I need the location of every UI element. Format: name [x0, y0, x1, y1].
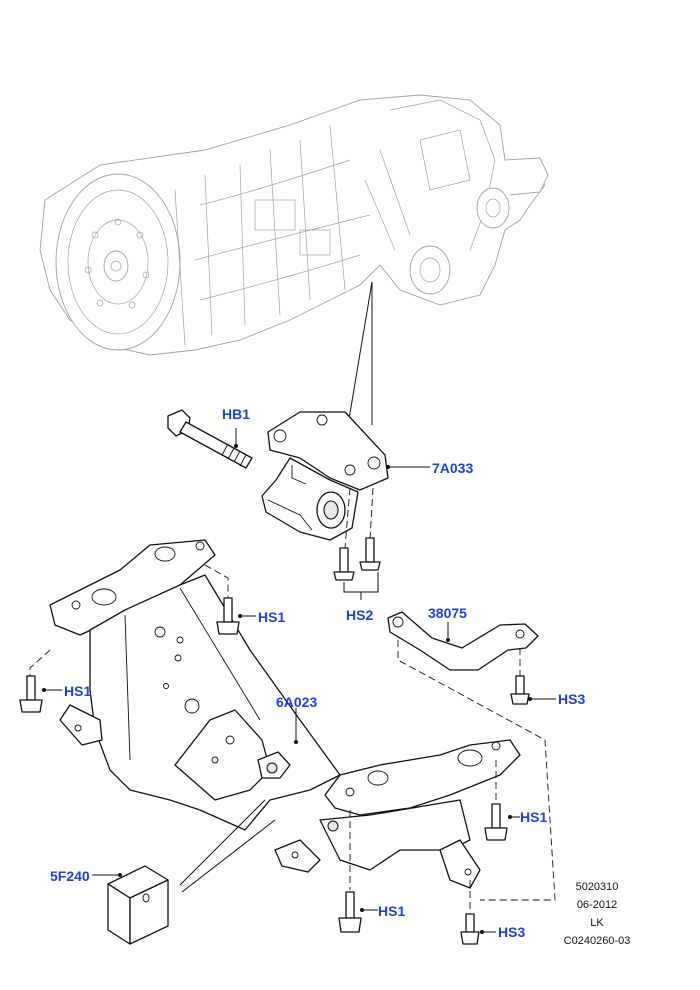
callout-6a023[interactable]: 6A023 — [276, 694, 317, 710]
crossmember-6a023 — [49, 539, 521, 889]
bracket-38075 — [387, 611, 539, 671]
mount-7a033 — [261, 411, 389, 541]
block-leader-a — [179, 799, 266, 886]
bolt-hs1-left — [19, 675, 43, 713]
block-leader-b — [181, 819, 276, 893]
callout-5f240[interactable]: 5F240 — [50, 868, 90, 884]
diagram-code: 5020310 — [576, 881, 619, 893]
callout-hs3-lower[interactable]: HS3 — [498, 924, 525, 940]
callout-hs3-upper[interactable]: HS3 — [558, 691, 585, 707]
diagram-reference: C0240260-03 — [564, 935, 631, 947]
hs1-upper-dash — [204, 564, 229, 598]
callout-hs2[interactable]: HS2 — [346, 607, 373, 623]
mount-dash-left — [344, 487, 351, 549]
bolt-hs1-right — [484, 803, 508, 841]
mount-leader-left — [347, 281, 373, 426]
callout-hb1[interactable]: HB1 — [222, 406, 250, 422]
bracket-dash-left — [397, 640, 556, 901]
diagram-initials: LK — [590, 917, 604, 929]
bolts-hs2 — [333, 537, 381, 581]
diagram-date: 06-2012 — [577, 899, 617, 911]
hs1-left-dash — [29, 649, 51, 676]
callout-hs1-upper[interactable]: HS1 — [258, 609, 285, 625]
bolt-hs1-upper — [216, 597, 240, 635]
mount-dash-right — [369, 487, 374, 541]
bolt-hs3-lower — [460, 913, 480, 945]
callout-7a033[interactable]: 7A033 — [432, 460, 473, 476]
bolt-hb1 — [167, 409, 253, 469]
block-5f240 — [107, 865, 169, 945]
callout-hs1-right[interactable]: HS1 — [520, 809, 547, 825]
bolt-hs3-upper — [510, 675, 530, 705]
callout-hs1-left[interactable]: HS1 — [64, 683, 91, 699]
callout-38075[interactable]: 38075 — [428, 605, 467, 621]
transmission-ghost — [39, 94, 549, 356]
callout-hs1-lower[interactable]: HS1 — [378, 903, 405, 919]
bolt-hs1-lower — [338, 891, 362, 933]
